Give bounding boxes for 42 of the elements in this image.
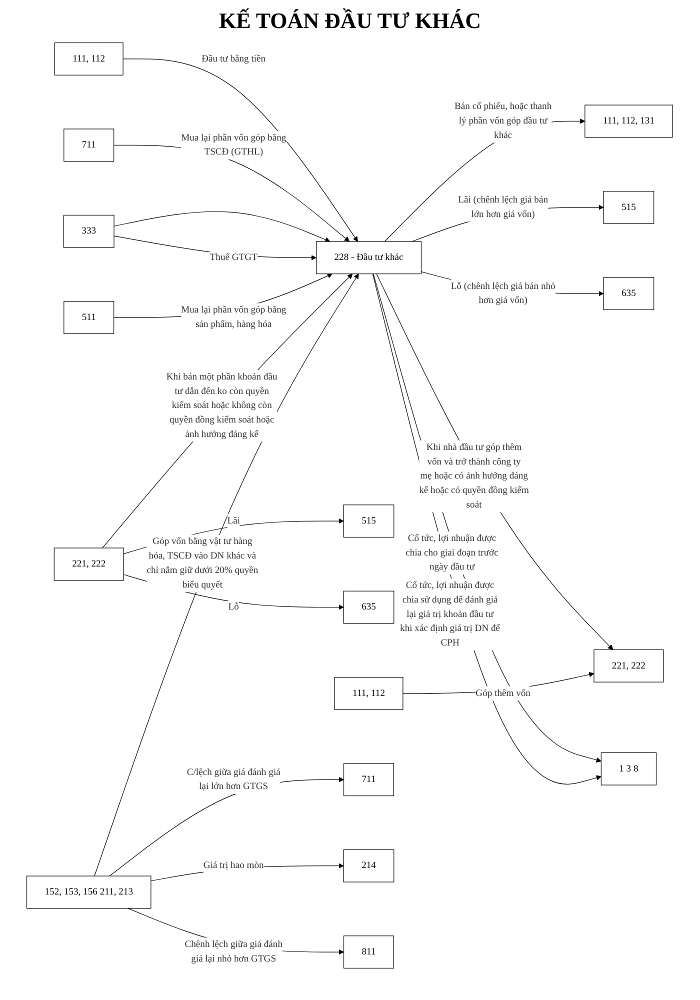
edge-label: Thuế GTGT xyxy=(210,252,258,262)
arrow xyxy=(123,58,358,242)
node-box: 811 xyxy=(344,936,394,968)
node-box: 214 xyxy=(344,849,395,882)
node-box: 511 xyxy=(64,301,114,334)
edge-label: Khi nhà đầu tư góp thêm vốn và trở thành công ty mẹ hoặc có ảnh hưởng đáng kể hoặc có quyền đồng kiểm soát xyxy=(419,442,530,510)
edge-label: Chênh lệch giữa giá đánh giá lại nhỏ hơn GTGS xyxy=(185,939,283,964)
node-box: 711 xyxy=(64,128,114,162)
edge-label: Lỗ xyxy=(228,602,240,612)
edge-label: Cổ tức, lợi nhuận được chia cho giai đoạn trước ngày đầu tư xyxy=(406,533,499,572)
arrow xyxy=(384,118,586,242)
edge-label: Bán cổ phiếu, hoặc thanh lý phần vốn góp đầu tư khác xyxy=(454,101,552,140)
node-box: 221, 222 xyxy=(54,548,124,581)
node-box: 711 xyxy=(344,763,394,796)
node-box: 221, 222 xyxy=(594,649,664,682)
edge-label: Góp thêm vốn xyxy=(476,688,531,698)
node-box: 635 xyxy=(604,277,654,310)
node-box: 1 3 8 xyxy=(601,752,657,786)
edge-label: Lỗ (chênh lệch giá bán nhỏ hơn giá vốn) xyxy=(451,281,556,306)
arrow xyxy=(114,211,331,242)
edge-label: Mua lại phần vốn góp bằng sản phẩm, hàng hóa xyxy=(181,304,287,330)
edge-label: C/lệch giữa giá đánh giá lại lớn hơn GTGS xyxy=(187,767,281,792)
edge-label: Khi bán một phần khoản đầu tư dẫn đến ko còn quyền kiểm soát hoặc không còn quyền đồng kiểm soát hoặc ảnh hưởng đáng kể xyxy=(166,372,278,440)
node-box: 635 xyxy=(344,590,395,624)
node-box: 111, 112 xyxy=(54,42,124,76)
node-box: 228 - Đầu tư khác xyxy=(316,241,422,274)
diagram-title: KẾ TOÁN ĐẦU TƯ KHÁC xyxy=(218,8,482,34)
edge-label: Mua lại phần vốn góp bằng TSCĐ (GTHL) xyxy=(181,132,287,158)
node-box: 111, 112, 131 xyxy=(585,104,674,138)
edge-label: Giá trị hao mòn xyxy=(204,860,264,871)
node-box: 515 xyxy=(604,190,654,224)
node-box: 152, 153, 156 211, 213 xyxy=(26,876,152,909)
node-box: 333 xyxy=(64,214,115,248)
edge-label: Lãi xyxy=(228,516,240,526)
arrow xyxy=(110,777,344,876)
node-box: 515 xyxy=(344,504,395,538)
arrow xyxy=(376,274,614,650)
edge-label: Đầu tư bằng tiền xyxy=(202,54,266,64)
edge-label: Lãi (chênh lệch giá bán lớn hơn giá vốn) xyxy=(458,194,548,220)
edge-label: Góp vốn bằng vật tư hàng hóa, TSCĐ vào DN khác và chỉ nắm giữ dưới 20% quyền biểu quyết xyxy=(147,536,259,590)
node-box: 111, 112 xyxy=(334,676,404,710)
edge-label: Cổ tức, lợi nhuận được chia sử dụng để đánh giá lại giá trị khoản đầu tư khi xác định giá trị DN để CPH xyxy=(400,580,500,648)
